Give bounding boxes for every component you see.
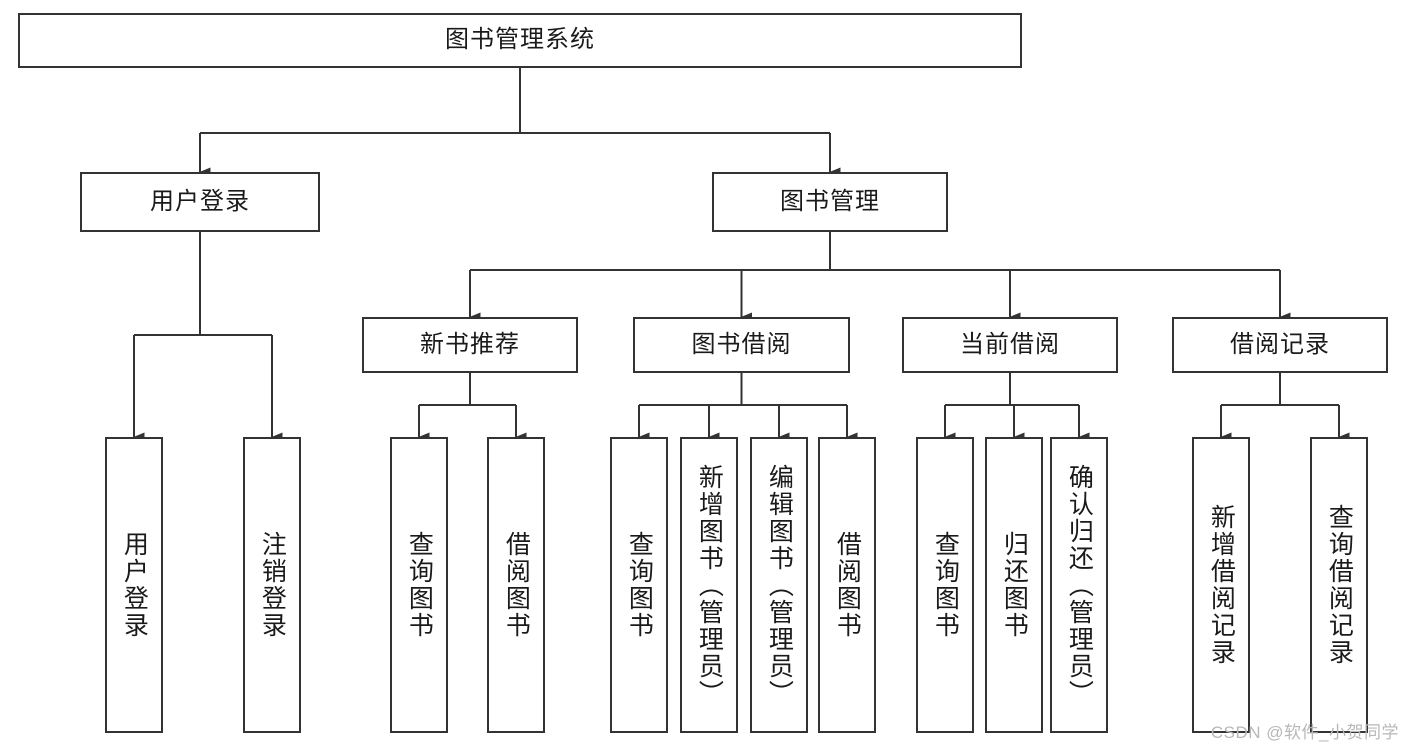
node-label: 当前借阅 <box>960 330 1060 358</box>
node-leaf-borrow-book-1[interactable]: 借阅图书 <box>487 437 545 733</box>
node-label: 借阅记录 <box>1230 330 1330 358</box>
node-label: 借阅图书 <box>502 531 531 639</box>
node-leaf-add-record[interactable]: 新增借阅记录 <box>1192 437 1250 733</box>
node-leaf-borrow-book-2[interactable]: 借阅图书 <box>818 437 876 733</box>
node-leaf-query-book-2[interactable]: 查询图书 <box>610 437 668 733</box>
node-label: 新书推荐 <box>420 330 520 358</box>
csdn-watermark: CSDN @软件_小贺同学 <box>1210 723 1399 742</box>
node-leaf-user-login[interactable]: 用户登录 <box>105 437 163 733</box>
node-leaf-add-book[interactable]: 新增图书（管理员） <box>680 437 738 733</box>
node-label: 归还图书 <box>1000 531 1029 639</box>
node-user-login[interactable]: 用户登录 <box>80 172 320 232</box>
node-label: 图书管理系统 <box>445 26 595 54</box>
node-label: 注销登录 <box>258 531 287 639</box>
node-leaf-logout[interactable]: 注销登录 <box>243 437 301 733</box>
node-label: 查询图书 <box>625 531 654 639</box>
node-label: 用户登录 <box>120 531 149 639</box>
node-label: 用户登录 <box>150 187 250 215</box>
node-label: 新增图书（管理员） <box>695 463 724 707</box>
node-label: 确认归还（管理员） <box>1065 463 1094 707</box>
node-label: 查询借阅记录 <box>1325 504 1354 666</box>
node-leaf-query-book-1[interactable]: 查询图书 <box>390 437 448 733</box>
node-leaf-confirm-return[interactable]: 确认归还（管理员） <box>1050 437 1108 733</box>
node-label: 新增借阅记录 <box>1207 504 1236 666</box>
node-leaf-query-record[interactable]: 查询借阅记录 <box>1310 437 1368 733</box>
node-label: 查询图书 <box>405 531 434 639</box>
node-new-book-recommend[interactable]: 新书推荐 <box>362 317 578 373</box>
node-label: 图书借阅 <box>691 330 792 358</box>
node-leaf-edit-book[interactable]: 编辑图书（管理员） <box>750 437 808 733</box>
node-label: 借阅图书 <box>833 531 862 639</box>
node-current-borrow[interactable]: 当前借阅 <box>902 317 1118 373</box>
node-root[interactable]: 图书管理系统 <box>18 13 1022 68</box>
node-book-management[interactable]: 图书管理 <box>712 172 948 232</box>
node-label: 图书管理 <box>780 187 880 215</box>
node-borrow-record[interactable]: 借阅记录 <box>1172 317 1388 373</box>
node-leaf-query-book-3[interactable]: 查询图书 <box>916 437 974 733</box>
node-label: 编辑图书（管理员） <box>765 463 794 707</box>
node-leaf-return-book[interactable]: 归还图书 <box>985 437 1043 733</box>
node-label: 查询图书 <box>931 531 960 639</box>
node-book-borrow[interactable]: 图书借阅 <box>633 317 850 373</box>
